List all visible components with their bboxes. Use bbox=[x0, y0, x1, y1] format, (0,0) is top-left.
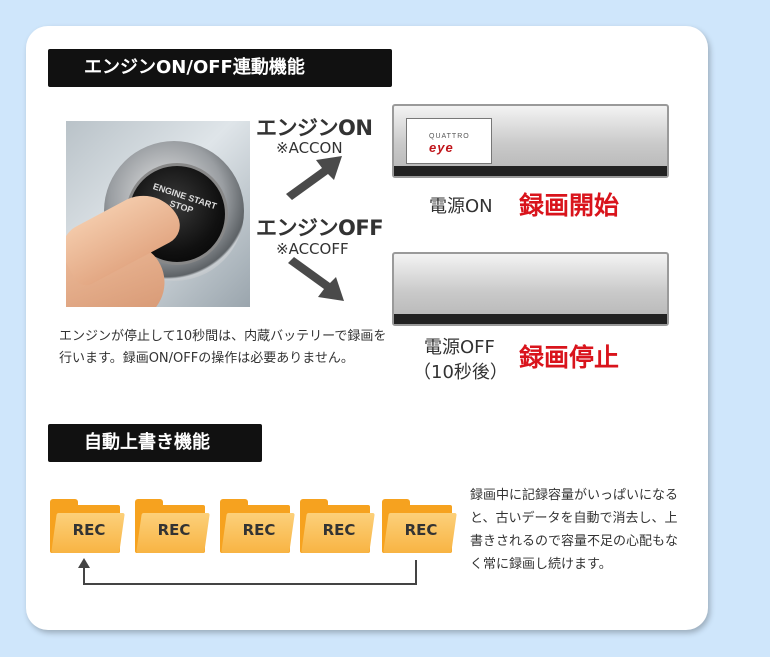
power-on-text: 電源ON bbox=[429, 196, 493, 217]
rec-folder-icon: REC bbox=[382, 499, 457, 553]
auto-overwrite-description: 録画中に記録容量がいっぱいになると、古いデータを自動で消去し、上書きされるので容… bbox=[470, 488, 679, 572]
mirror-control-bar bbox=[394, 314, 667, 324]
rec-folder-icon: REC bbox=[50, 499, 125, 553]
engine-on-label: エンジンON bbox=[256, 116, 373, 140]
loop-arrow-icon bbox=[78, 558, 417, 585]
rec-folder-icon: REC bbox=[135, 499, 210, 553]
section-title-auto-overwrite: 自動上書き機能 bbox=[48, 424, 262, 462]
rec-label: REC bbox=[242, 521, 276, 539]
rec-label: REC bbox=[157, 521, 191, 539]
engine-start-button-photo: ENGINE START STOP bbox=[66, 121, 250, 307]
recording-stop-text: 録画停止 bbox=[519, 343, 620, 372]
section-title-engine-link: エンジンON/OFF連動機能 bbox=[48, 49, 392, 87]
engine-off-label: エンジンOFF bbox=[256, 216, 384, 240]
mirror-monitor-off bbox=[392, 252, 669, 326]
mirror-control-bar bbox=[394, 166, 667, 176]
arrow-down-right-icon bbox=[288, 257, 344, 301]
mirror-monitor-on: QUATTRO eye bbox=[392, 104, 669, 178]
rec-label: REC bbox=[404, 521, 438, 539]
recording-start-text: 録画開始 bbox=[519, 191, 620, 220]
power-off-text: 電源OFF bbox=[424, 337, 495, 358]
arrow-up-right-icon bbox=[286, 156, 342, 200]
engine-link-description: エンジンが停止して10秒間は、内蔵バッテリーで録画を行います。録画ON/OFFの… bbox=[59, 329, 387, 366]
off-delay-text: （10秒後） bbox=[413, 362, 508, 383]
brand-logo: QUATTRO eye bbox=[429, 133, 470, 155]
accon-note: ※ACCON bbox=[276, 139, 343, 157]
rec-folder-icon: REC bbox=[300, 499, 375, 553]
rec-label: REC bbox=[322, 521, 356, 539]
rec-label: REC bbox=[72, 521, 106, 539]
rec-folder-icon: REC bbox=[220, 499, 295, 553]
mirror-screen: QUATTRO eye bbox=[406, 118, 492, 164]
accoff-note: ※ACCOFF bbox=[276, 240, 349, 258]
